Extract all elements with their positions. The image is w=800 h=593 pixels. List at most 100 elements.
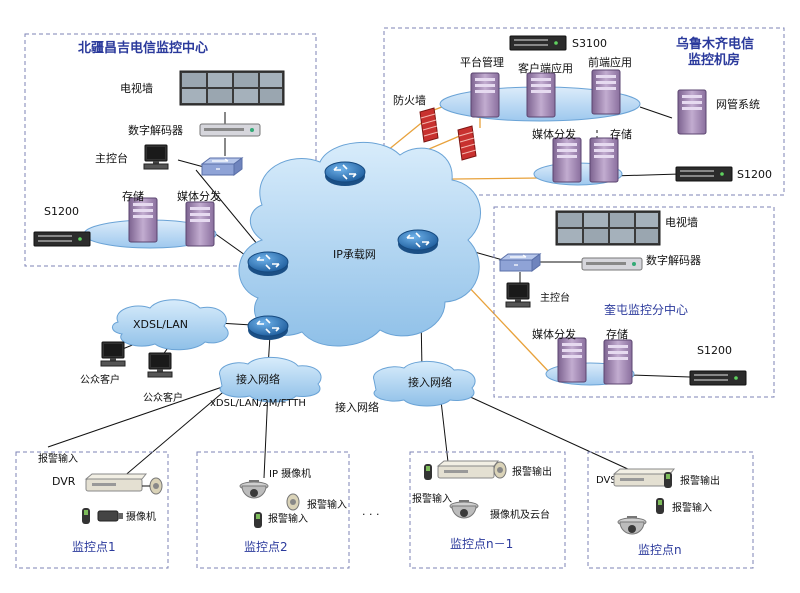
tv-wall-icon bbox=[179, 70, 285, 106]
urumqi-title-line2: 监控机房 bbox=[688, 52, 740, 68]
site-n-title: 监控点n bbox=[638, 543, 682, 557]
site2-alarm-input-2-label: 报警输入 bbox=[268, 512, 308, 525]
urumqi-s1200-icon bbox=[675, 166, 733, 182]
site-n1-alarm-input-label: 报警输入 bbox=[412, 492, 452, 505]
access-network-left-cloud bbox=[219, 357, 322, 403]
site1-camera-icon bbox=[97, 510, 124, 522]
beijiang-tv-wall-label: 电视墙 bbox=[120, 81, 153, 95]
beijiang-console-label: 主控台 bbox=[95, 151, 128, 165]
beijiang-s1200-icon bbox=[33, 231, 91, 247]
kuitun-media-server-icon bbox=[557, 337, 587, 383]
router-core-bottom bbox=[247, 315, 289, 341]
firewall-icon bbox=[419, 107, 439, 143]
urumqi-frontend-app-label: 前端应用 bbox=[588, 55, 632, 69]
access-network-right-sub: 接入网络 bbox=[335, 400, 379, 414]
kuitun-storage-label: 存储 bbox=[606, 327, 628, 341]
beijiang-decoder-label: 数字解码器 bbox=[128, 123, 183, 137]
urumqi-center-box bbox=[383, 27, 785, 196]
kuitun-media-label: 媒体分发 bbox=[532, 327, 576, 341]
site2-alarm-input-1-label: 报警输入 bbox=[307, 498, 347, 511]
beijiang-storage-label: 存储 bbox=[122, 189, 144, 203]
switch-icon bbox=[201, 157, 243, 176]
site-n-alarm-output-icon bbox=[664, 472, 672, 488]
kuitun-s1200-label: S1200 bbox=[697, 344, 732, 357]
site1-alarm-input-label: 报警输入 bbox=[38, 452, 78, 465]
site2-ip-camera-icon bbox=[239, 479, 269, 499]
site-n-box bbox=[587, 451, 754, 569]
site1-dvr-label: DVR bbox=[52, 475, 76, 488]
kuitun-console-icon bbox=[505, 282, 531, 308]
console-pc-icon bbox=[143, 144, 169, 170]
site-n1-ptz-camera-icon bbox=[449, 499, 479, 519]
site1-alarm-sensor-icon bbox=[149, 477, 163, 495]
firewall-icon-2 bbox=[457, 125, 477, 161]
public-client-2-label: 公众客户 bbox=[143, 391, 183, 404]
beijiang-center-title: 北疆昌吉电信监控中心 bbox=[78, 40, 208, 56]
site1-camera-label: 摄像机 bbox=[126, 510, 156, 523]
kuitun-s1200-icon bbox=[689, 370, 747, 386]
site2-ip-camera-label: IP 摄像机 bbox=[269, 467, 311, 480]
access-network-right-cloud bbox=[373, 361, 476, 407]
urumqi-title-line1: 乌鲁木齐电信 bbox=[676, 36, 754, 52]
decoder-icon bbox=[199, 123, 261, 137]
kuitun-console-label: 主控台 bbox=[540, 291, 570, 304]
beijiang-s1200-label: S1200 bbox=[44, 205, 79, 218]
site2-title: 监控点2 bbox=[244, 540, 288, 554]
site2-box bbox=[196, 451, 350, 569]
s3100-icon bbox=[509, 35, 567, 51]
kuitun-tv-wall-label: 电视墙 bbox=[665, 215, 698, 229]
site-n1-box bbox=[409, 451, 566, 569]
access-network-left-label: 接入网络 bbox=[236, 372, 280, 386]
urumqi-s3100-label: S3100 bbox=[572, 37, 607, 50]
router-core-left bbox=[247, 251, 289, 277]
site-n-dvs-label: DVS bbox=[596, 475, 617, 486]
site-n1-encoder-icon bbox=[437, 460, 499, 479]
urumqi-storage-server-icon bbox=[589, 137, 619, 183]
xdsl-lan-label: XDSL/LAN bbox=[133, 318, 188, 331]
sites-ellipsis: · · · bbox=[362, 508, 379, 521]
site-n1-alarm-output-icon bbox=[493, 461, 507, 479]
public-client-pc-2 bbox=[147, 352, 173, 378]
site-n-dome-camera-icon bbox=[617, 515, 647, 535]
site-n1-ptz-label: 摄像机及云台 bbox=[490, 508, 550, 521]
site-n1-alarm-bell-icon bbox=[424, 464, 432, 480]
access-network-right-label: 接入网络 bbox=[408, 375, 452, 389]
site-n1-alarm-output-label: 报警输出 bbox=[512, 465, 552, 478]
frontend-app-server-icon bbox=[591, 69, 621, 115]
kuitun-center-title: 奎屯监控分中心 bbox=[604, 302, 688, 317]
urumqi-media-server-icon bbox=[552, 137, 582, 183]
platform-server-icon bbox=[470, 72, 500, 118]
router-core-right bbox=[397, 229, 439, 255]
site2-alarm-sensor-icon bbox=[286, 493, 300, 511]
site2-alarm-bell-icon bbox=[254, 512, 262, 528]
public-client-1-label: 公众客户 bbox=[80, 373, 120, 386]
beijiang-storage-server-icon bbox=[128, 197, 158, 243]
urumqi-client-app-label: 客户端应用 bbox=[518, 61, 573, 75]
kuitun-center-box bbox=[493, 206, 775, 398]
public-client-pc-1 bbox=[100, 341, 126, 367]
router-core-top bbox=[324, 161, 366, 187]
site1-box bbox=[15, 451, 169, 569]
site1-alarm-bell-icon bbox=[82, 508, 90, 524]
urumqi-nms-label: 网管系统 bbox=[716, 97, 760, 111]
ip-network-cloud bbox=[238, 141, 482, 347]
urumqi-platform-label: 平台管理 bbox=[460, 55, 504, 69]
site-n1-title: 监控点n－1 bbox=[450, 537, 513, 551]
kuitun-decoder-icon bbox=[581, 257, 643, 271]
urumqi-storage-label: 存储 bbox=[610, 127, 632, 141]
access-network-left-sub: xDSL/LAN/2M/FTTH bbox=[210, 398, 306, 409]
nms-server-icon bbox=[677, 89, 707, 135]
urumqi-media-label: 媒体分发 bbox=[532, 127, 576, 141]
beijiang-media-server-icon bbox=[185, 201, 215, 247]
ip-network-label: IP承载网 bbox=[333, 248, 376, 261]
kuitun-tv-wall-icon bbox=[555, 210, 661, 246]
xdsl-lan-cloud bbox=[112, 299, 229, 351]
site-n-alarm-input-label: 报警输入 bbox=[672, 501, 712, 514]
kuitun-storage-server-icon bbox=[603, 339, 633, 385]
kuitun-switch-icon bbox=[499, 253, 541, 272]
site-n-alarm-input-icon bbox=[656, 498, 664, 514]
site-n-alarm-output-label: 报警输出 bbox=[680, 474, 720, 487]
beijiang-center-box bbox=[24, 33, 317, 267]
urumqi-firewall-label: 防火墙 bbox=[393, 93, 426, 107]
